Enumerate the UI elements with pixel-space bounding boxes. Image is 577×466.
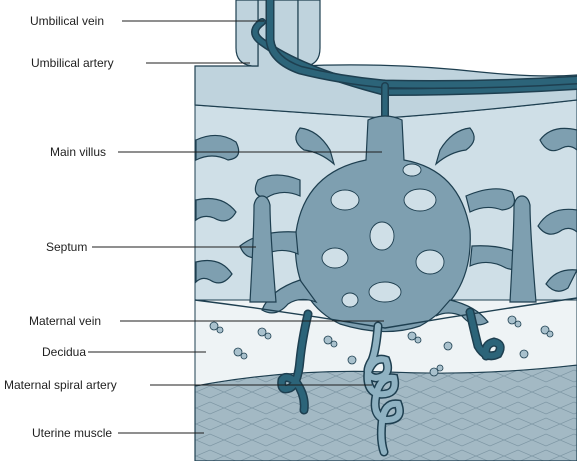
- label-maternal-vein: Maternal vein: [29, 314, 102, 328]
- label-umbilical-vein: Umbilical vein: [30, 14, 105, 28]
- septum-right: [509, 195, 537, 303]
- decidua-cells: [209, 315, 554, 377]
- label-septum: Septum: [46, 240, 88, 254]
- leader-lines: [88, 20, 384, 434]
- maternal-spiral-artery: [363, 321, 404, 457]
- villus-pockets: [321, 163, 445, 308]
- septum-left: [249, 195, 277, 303]
- maternal-veins: [277, 307, 505, 415]
- label-umbilical-artery: Umbilical artery: [31, 56, 114, 70]
- label-maternal-spiral-artery: Maternal spiral artery: [4, 378, 117, 392]
- basal-plate: [194, 297, 577, 329]
- label-decidua: Decidua: [42, 345, 87, 359]
- label-uterine-muscle: Uterine muscle: [32, 426, 113, 440]
- label-main-villus: Main villus: [50, 145, 107, 159]
